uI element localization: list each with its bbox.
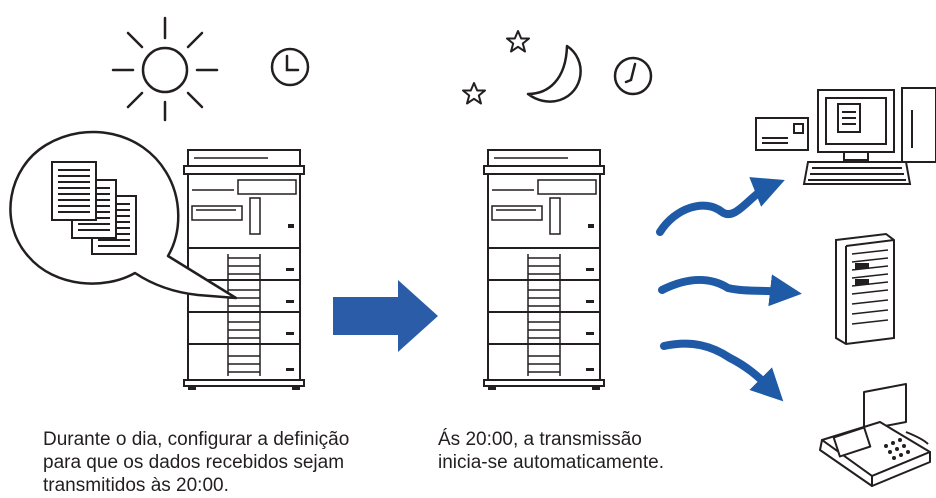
caption-line: para que os dados recebidos sejam bbox=[43, 452, 345, 473]
server-icon bbox=[835, 232, 895, 346]
fax-machine-icon bbox=[819, 383, 931, 487]
computer-icon bbox=[755, 87, 936, 185]
caption-line: Durante o dia, configurar a definição bbox=[43, 429, 350, 450]
sun-icon bbox=[111, 16, 219, 122]
transmission-arrows bbox=[656, 177, 802, 402]
caption-line: inicia-se automaticamente. bbox=[438, 452, 664, 473]
right-arrow-icon bbox=[333, 280, 438, 352]
star-icon bbox=[462, 30, 530, 105]
multifunction-printer bbox=[183, 149, 305, 391]
caption-night-transmission: Ás 20:00, a transmissão inicia-se automa… bbox=[438, 428, 664, 474]
multifunction-printer bbox=[483, 149, 605, 391]
document-stack-icon bbox=[9, 130, 238, 300]
caption-line: transmitidos às 20:00. bbox=[43, 475, 229, 493]
clock-icon bbox=[270, 47, 310, 87]
caption-daytime-setup: Durante o dia, configurar a definição pa… bbox=[43, 428, 349, 493]
clock-icon bbox=[613, 56, 653, 96]
caption-line: Ás 20:00, a transmissão bbox=[438, 429, 642, 450]
moon-icon bbox=[526, 44, 582, 103]
